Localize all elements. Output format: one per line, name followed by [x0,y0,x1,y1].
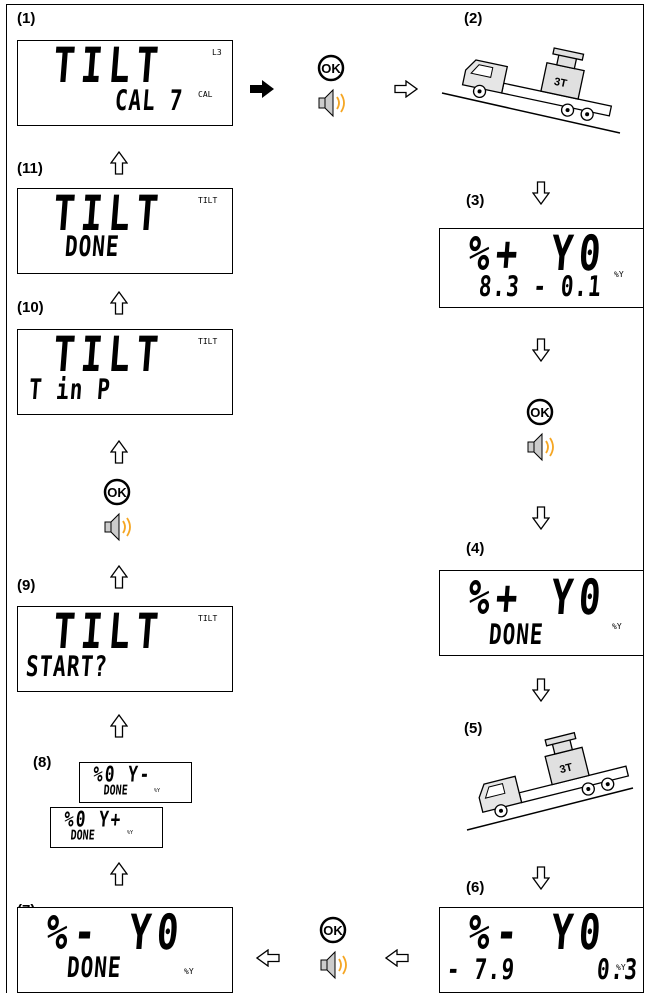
display-top-text: %0 Y- [92,761,153,787]
ok-button-icon: OK [319,916,347,944]
display-bottom-text: 8.3 - 0.1 [477,270,604,303]
outline-right-arrow-icon [394,80,418,98]
display-bottom-text: T in P [27,373,113,406]
up-arrow-icon [110,862,128,886]
speaker-beep-icon [320,950,347,980]
display-corner-text: TILT [198,337,218,346]
svg-text:OK: OK [321,61,341,76]
display-corner-text: %Y [612,622,622,631]
down-arrow-icon [532,506,550,530]
display-bottom-text: DONE [487,618,545,651]
display-top-text: %+ Y0 [466,570,609,627]
display-step-8-y-minus: %0 Y- DONE %Y [79,761,192,803]
ok-button-icon: OK [526,398,554,426]
up-arrow-icon [110,714,128,738]
display-step-4: %+ Y0 DONE %Y [439,570,644,656]
svg-text:OK: OK [107,485,127,500]
speaker-beep-icon [104,512,131,542]
display-bottom-text: START? [24,650,110,683]
display-bottom-text: DONE [69,828,96,844]
left-arrow-icon [385,949,409,967]
svg-text:OK: OK [323,923,343,938]
display-corner-text: %Y [127,830,134,836]
weight-label: 3T [558,761,574,776]
down-arrow-icon [532,678,550,702]
ok-beep-group-4: OK [315,916,355,996]
display-corner-text: L3 [212,48,222,57]
step-label-4: (4) [466,540,485,557]
ok-beep-group-1: OK [313,54,353,134]
display-step-9: TILT START? TILT [17,605,233,692]
display-step-11: TILT DONE TILT [17,187,233,274]
step-label-6: (6) [466,879,485,896]
down-arrow-icon [532,338,550,362]
step-label-9: (9) [17,577,36,594]
display-step-10: TILT T in P TILT [17,328,233,415]
ok-button-icon: OK [103,478,131,506]
display-bottom-text: CAL 7 [113,84,185,117]
truck-on-slope-icon: 3T [441,47,621,134]
ok-beep-group-3: OK [99,478,139,558]
speaker-beep-icon [318,88,345,118]
display-corner-text: %Y [616,963,626,972]
display-top-text: %0 Y+ [63,806,124,832]
display-corner-text: TILT [198,614,218,623]
step-label-1: (1) [17,10,36,27]
display-bottom-text: - 7.9 0.3 [445,953,640,986]
display-sup-text: CAL [198,90,213,99]
step-label-2: (2) [464,10,483,27]
truck-on-steep-slope-icon: 3T [466,731,634,831]
left-arrow-icon [256,949,280,967]
step-label-11: (11) [17,160,43,177]
solid-right-arrow-icon [250,80,274,98]
up-arrow-icon [110,291,128,315]
diagram-frame [6,4,644,993]
display-bottom-text: DONE [65,951,123,984]
display-corner-text: TILT [198,196,218,205]
down-arrow-icon [532,866,550,890]
up-arrow-icon [110,565,128,589]
step-label-8: (8) [33,754,52,771]
step-label-5: (5) [464,720,483,737]
step-label-3: (3) [466,192,485,209]
up-arrow-icon [110,151,128,175]
display-step-8-y-plus: %0 Y+ DONE %Y [50,806,163,848]
display-bottom-text: DONE [63,230,121,263]
ok-beep-group-2: OK [522,398,562,478]
display-bottom-text: DONE [102,783,129,799]
ok-button-icon: OK [317,54,345,82]
svg-text:OK: OK [530,405,550,420]
speaker-beep-icon [527,432,554,462]
step-label-10: (10) [17,299,44,316]
display-step-7: %- Y0 DONE %Y [17,906,233,993]
up-arrow-icon [110,440,128,464]
display-corner-text: %Y [614,270,624,279]
display-step-3: %+ Y0 8.3 - 0.1 %Y [439,227,644,308]
display-top-text: %- Y0 [466,905,609,962]
display-corner-text: %Y [154,788,161,794]
display-step-6: %- Y0 - 7.9 0.3 %Y [439,905,644,993]
display-corner-text: %Y [184,967,194,976]
down-arrow-icon [532,181,550,205]
weight-label: 3T [553,76,568,90]
display-step-1: TILT CAL 7 CAL L3 [17,39,233,126]
